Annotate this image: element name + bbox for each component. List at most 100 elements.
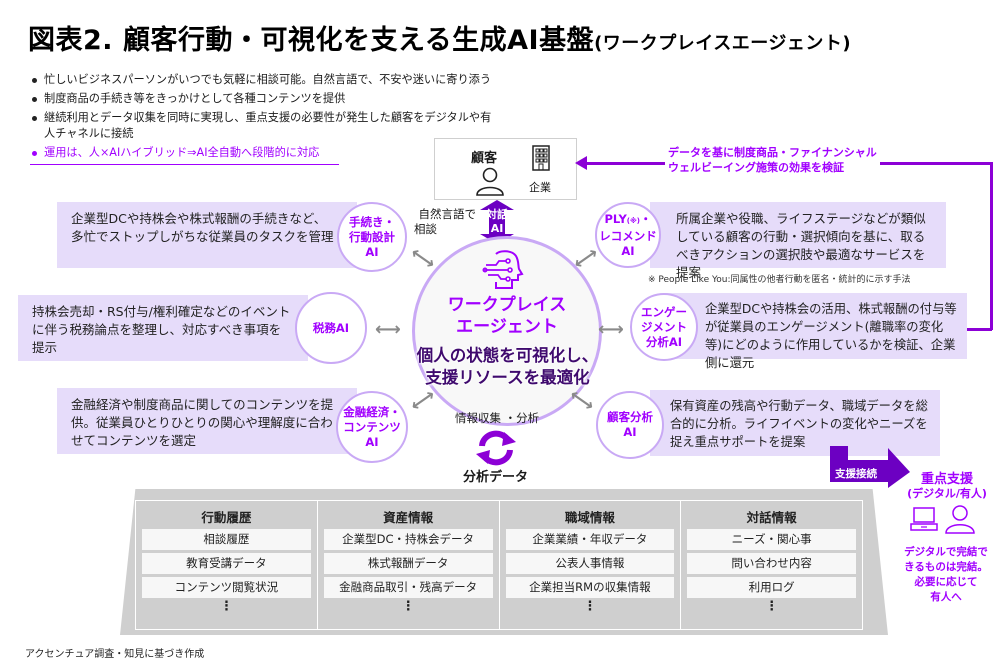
bullet-item: 制度商品の手続き等をきっかけとして各種コンテンツを提供 — [30, 91, 500, 107]
title-sub: (ワークプレイスエージェント) — [594, 33, 852, 54]
data-column-header: 資産情報 — [383, 510, 434, 525]
workplace-agent-message: 個人の状態を可視化し、 支援リソースを最適化 — [385, 345, 630, 389]
priority-support-desc: デジタルで完結で きるものは完結。 必要に応じて 有人へ — [893, 545, 997, 605]
procedure-ai-circle: 手続き・ 行動設計 AI — [337, 202, 407, 272]
ai-head-icon — [482, 250, 524, 289]
feedback-text-line: データを基に制度商品・ファイナンシャル — [668, 146, 877, 159]
customer-analysis-ai-name: 顧客分析 — [607, 410, 653, 424]
tax-ai-circle: 税務AI — [295, 292, 367, 364]
tax-ai-name: 税務AI — [312, 320, 350, 335]
data-cell: 金融商品取引・残高データ — [323, 577, 493, 598]
more-dots: ⋮ — [219, 599, 233, 614]
data-column-header: 職域情報 — [564, 510, 615, 525]
bullet-item-highlight: 運用は、人×AIハイブリッド⇒AI全自動へ段階的に対応 — [30, 145, 339, 165]
data-cell: 企業担当RMの収集情報 — [505, 577, 675, 598]
priority-support-title: 重点支援 — [920, 472, 973, 487]
finance-ai-name: AI — [365, 434, 379, 449]
collection-label: 情報収集 ・分析 — [455, 411, 540, 425]
tax-ai-desc: 持株会売却・RS付与/権利確定などのイベントに伴う税務論点を整理し、対応すべき事… — [32, 304, 291, 355]
support-connect-arrow — [830, 446, 910, 488]
ply-ai-name: レコメンド — [599, 228, 657, 243]
data-cell: 企業業績・年収データ — [505, 529, 675, 550]
customer-analysis-ai-name: AI — [623, 425, 637, 439]
ply-ai-note-mark: (※) — [626, 216, 640, 225]
data-cell: 利用ログ — [687, 577, 856, 598]
workplace-agent-circle — [412, 236, 602, 426]
data-cell: 教育受講データ — [142, 553, 311, 574]
priority-support-desc-line: デジタルで完結で — [904, 546, 988, 558]
ply-ai-name-part: PLY — [604, 211, 627, 226]
procedure-ai-name: 手続き・ — [349, 214, 395, 229]
data-column: 資産情報 企業型DC・持株会データ 株式報酬データ 金融商品取引・残高データ ⋮ — [318, 501, 500, 629]
ply-ai-box: 所属企業や役職、ライフステージなどが類似している顧客の行動・選択傾向を基に、取る… — [650, 202, 946, 280]
finance-ai-name: コンテンツ — [343, 419, 401, 434]
procedure-ai-box: 企業型DCや持株会や株式報酬の手続きなど、多忙でストップしがちな従業員のタスクを… — [57, 202, 357, 268]
ply-ai-name: AI — [621, 243, 635, 258]
customer-analysis-ai-box: 保有資産の残高や行動データ、職域データを総合的に分析。ライフイベントの変化やニー… — [650, 390, 940, 456]
customer-analysis-ai-circle: 顧客分析 AI — [596, 391, 664, 459]
agent-title-line: ワークプレイス — [447, 295, 567, 315]
analysis-data-label: 分析データ — [459, 470, 533, 486]
building-icon — [532, 145, 550, 171]
engagement-ai-box: 企業型DCや持株会の活用、株式報酬の付与等が従業員のエンゲージメント(離職率の変… — [665, 293, 967, 370]
customer-label: 顧客 — [471, 151, 498, 166]
data-cell: 相談履歴 — [142, 529, 311, 550]
data-column: 行動履歴 相談履歴 教育受講データ コンテンツ閲覧状況 ⋮ — [136, 501, 318, 629]
company-label: 企業 — [529, 181, 551, 194]
tax-ai-box: 持株会売却・RS付与/権利確定などのイベントに伴う税務論点を整理し、対応すべき事… — [18, 295, 308, 361]
agent-title-line: エージェント — [456, 317, 558, 337]
customer-analysis-ai-desc: 保有資産の残高や行動データ、職域データを総合的に分析。ライフイベントの変化やニー… — [670, 399, 928, 449]
data-cell: 問い合わせ内容 — [687, 553, 856, 574]
data-cell: 企業型DC・持株会データ — [323, 529, 493, 550]
ply-ai-name-part: ・ — [640, 211, 652, 226]
feedback-text: データを基に制度商品・ファイナンシャル ウェルビーイング施策の効果を検証 — [668, 145, 877, 175]
data-column: 職域情報 企業業績・年収データ 公表人事情報 企業担当RMの収集情報 ⋮ — [500, 501, 682, 629]
ply-ai-desc: 所属企業や役職、ライフステージなどが類似している顧客の行動・選択傾向を基に、取る… — [676, 211, 926, 280]
agent-message-line: 個人の状態を可視化し、 — [416, 346, 599, 365]
dialogue-note-line: 自然言語で — [418, 207, 477, 221]
dialogue-ai-label: 対話 AI — [480, 208, 514, 236]
title-main: 図表2. 顧客行動・可視化を支える生成AI基盤 — [28, 25, 595, 56]
analysis-data-grid: 行動履歴 相談履歴 教育受講データ コンテンツ閲覧状況 ⋮ 資産情報 企業型DC… — [135, 500, 863, 630]
engagement-ai-desc: 企業型DCや持株会の活用、株式報酬の付与等が従業員のエンゲージメント(離職率の変… — [705, 302, 957, 370]
bullet-item: 忙しいビジネスパーソンがいつでも気軽に相談可能。自然言語で、不安や迷いに寄り添う — [30, 72, 500, 88]
engagement-ai-name: 分析AI — [645, 334, 683, 349]
finance-ai-box: 金融経済や制度商品に関してのコンテンツを提供。従業員ひとりひとりの関心や理解度に… — [57, 388, 357, 454]
finance-ai-desc: 金融経済や制度商品に関してのコンテンツを提供。従業員ひとりひとりの関心や理解度に… — [71, 397, 334, 448]
dialogue-ai-line: AI — [490, 222, 504, 235]
engagement-ai-name: エンゲー — [641, 304, 687, 319]
priority-support-desc-line: 必要に応じて — [914, 576, 978, 588]
data-column-header: 行動履歴 — [201, 510, 252, 525]
data-column-header: 対話情報 — [746, 510, 797, 525]
source-note: アクセンチュア調査・知見に基づき作成 — [25, 649, 205, 660]
person-support-icon — [945, 505, 975, 534]
finance-ai-circle: 金融経済・ コンテンツ AI — [336, 391, 408, 463]
more-dots: ⋮ — [583, 599, 597, 614]
support-connect-label: 支援接続 — [835, 468, 877, 480]
data-cell: 株式報酬データ — [323, 553, 493, 574]
priority-support-desc-line: きるものは完結。 — [904, 561, 988, 573]
priority-support-subtitle: (デジタル/有人) — [907, 487, 987, 500]
person-icon — [476, 167, 504, 196]
laptop-icon — [910, 507, 938, 531]
procedure-ai-name: AI — [365, 244, 379, 259]
data-cell: 公表人事情報 — [505, 553, 675, 574]
connector-arrow-icon: ⟷ — [375, 319, 401, 340]
more-dots: ⋮ — [401, 599, 415, 614]
dialogue-ai-line: 対話 — [486, 208, 508, 221]
priority-support-desc-line: 有人へ — [930, 591, 962, 603]
ply-ai-circle: PLY(※)・ レコメンド AI — [595, 202, 661, 268]
more-dots: ⋮ — [765, 599, 779, 614]
feedback-line — [582, 162, 665, 165]
customer-box: 顧客 企業 — [434, 138, 577, 200]
feedback-line — [880, 162, 992, 165]
bullet-list: 忙しいビジネスパーソンがいつでも気軽に相談可能。自然言語で、不安や迷いに寄り添う… — [30, 72, 500, 168]
dialogue-double-arrow — [480, 200, 514, 244]
page-title: 図表2. 顧客行動・可視化を支える生成AI基盤(ワークプレイスエージェント) — [28, 18, 851, 57]
data-cell: コンテンツ閲覧状況 — [142, 577, 311, 598]
data-column: 対話情報 ニーズ・関心事 問い合わせ内容 利用ログ ⋮ — [681, 501, 862, 629]
feedback-line — [990, 162, 993, 330]
data-cell: ニーズ・関心事 — [687, 529, 856, 550]
sync-icon — [476, 430, 516, 466]
engagement-ai-name: ジメント — [641, 319, 687, 334]
